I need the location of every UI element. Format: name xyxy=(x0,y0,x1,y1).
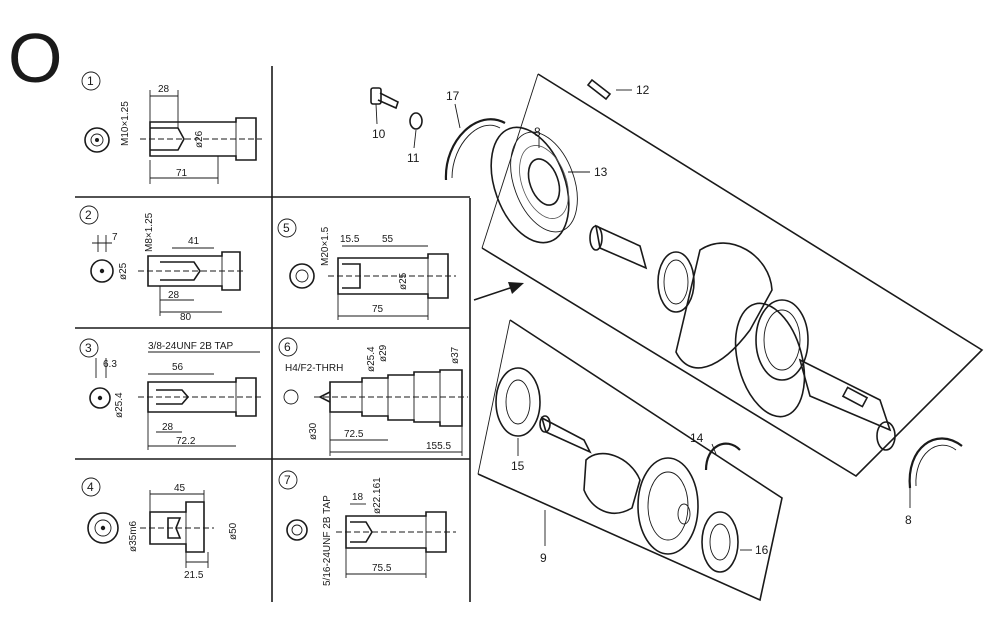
shaft-type-number: 3 xyxy=(85,341,92,355)
dimension-label: ø50 xyxy=(228,522,239,540)
shaft-type-6: 6 H4/F2-THRH ø25.4 ø29 ø37 ø30 72.5 155.… xyxy=(278,337,468,456)
dimension-label: ø25 xyxy=(118,262,129,280)
bolt-part xyxy=(370,87,399,110)
exploded-view xyxy=(370,73,984,602)
dimension-label: 15.5 xyxy=(340,234,360,245)
dimension-label: 41 xyxy=(188,236,200,247)
thread-spec: 5/16-24UNF 2B TAP xyxy=(322,495,333,586)
shaft-type-5: 5 M20×1.5 15.5 55 ø25 75 xyxy=(277,218,456,320)
shaft-type-number: 5 xyxy=(283,221,290,235)
callout-number: 13 xyxy=(594,165,608,179)
dimension-label: ø29 xyxy=(378,344,389,362)
dimension-label: 28 xyxy=(168,290,180,301)
part-callouts: 17 12 10 11 8 13 14 15 16 9 8 xyxy=(372,83,912,565)
thread-spec: H4/F2-THRH xyxy=(285,363,343,374)
dimension-label: 18 xyxy=(352,492,364,503)
dimension-label: 28 xyxy=(158,84,170,95)
dimension-label: 7 xyxy=(112,232,118,243)
callout-number: 8 xyxy=(905,513,912,527)
thrust-washer-part xyxy=(704,442,741,471)
sheet-letter: O xyxy=(8,19,62,97)
shaft-type-number: 2 xyxy=(85,208,92,222)
dimension-label: 56 xyxy=(172,362,184,373)
bearing-part xyxy=(490,126,578,244)
dimension-label: 21.5 xyxy=(184,570,204,581)
dimension-label: ø25.4 xyxy=(114,392,125,418)
dimension-label: 75 xyxy=(372,304,384,315)
dimension-label: 155.5 xyxy=(426,441,451,452)
callout-number: 12 xyxy=(636,83,650,97)
dimension-label: 71 xyxy=(176,168,188,179)
shaft-type-number: 1 xyxy=(87,74,94,88)
callout-number: 11 xyxy=(407,151,420,165)
callout-number: 17 xyxy=(446,89,460,103)
callout-number: 8 xyxy=(534,125,541,139)
dimension-label: ø30 xyxy=(308,422,319,440)
washer-part xyxy=(409,112,423,130)
dimension-label: 75.5 xyxy=(372,563,392,574)
thread-spec: 3/8-24UNF 2B TAP xyxy=(148,341,234,352)
callout-number: 10 xyxy=(372,127,386,141)
shaft-type-3: 3 3/8-24UNF 2B TAP 6.3 56 ø25.4 28 72.2 xyxy=(79,338,262,450)
dimension-label: 55 xyxy=(382,234,394,245)
shaft-type-4: 4 45 ø35m6 ø50 21.5 xyxy=(81,477,239,581)
dimension-label: 6.3 xyxy=(103,359,117,370)
key-part xyxy=(586,78,612,101)
dimension-label: 28 xyxy=(162,422,174,433)
dimension-label: ø25.4 xyxy=(366,346,377,372)
dimension-label: ø26 xyxy=(194,130,205,148)
shaft-type-number: 4 xyxy=(87,480,94,494)
shaft-type-1: 1 M10×1.25 28 ø26 71 xyxy=(81,71,262,184)
shaft-type-2: 2 7 M8×1.25 41 ø25 28 80 xyxy=(79,205,246,323)
callout-number: 9 xyxy=(540,551,547,565)
shaft-table-grid xyxy=(75,66,471,602)
dimension-label: 80 xyxy=(180,312,192,323)
shaft-type-number: 6 xyxy=(284,340,291,354)
dimension-label: ø22.161 xyxy=(372,477,383,514)
dimension-label: ø37 xyxy=(450,346,461,364)
thrust-washer-part xyxy=(444,118,506,181)
dimension-label: ø25 xyxy=(398,272,409,290)
dimension-label: M20×1.5 xyxy=(320,226,331,266)
callout-number: 15 xyxy=(511,459,525,473)
thrust-washer-part xyxy=(908,437,963,489)
shaft-type-number: 7 xyxy=(284,473,291,487)
callout-number: 16 xyxy=(755,543,769,557)
dimension-label: 45 xyxy=(174,483,186,494)
dimension-label: 72.5 xyxy=(344,429,364,440)
shaft-type-7: 7 5/16-24UNF 2B TAP 18 ø22.161 75.5 xyxy=(278,470,456,586)
dimension-label: M8×1.25 xyxy=(144,212,155,252)
dimension-label: 72.2 xyxy=(176,436,196,447)
crankshaft-upper xyxy=(589,224,896,451)
dimension-label: M10×1.25 xyxy=(120,101,131,146)
callout-number: 14 xyxy=(690,431,704,445)
dimension-label: ø35m6 xyxy=(128,520,139,552)
crankshaft-lower xyxy=(495,367,739,573)
